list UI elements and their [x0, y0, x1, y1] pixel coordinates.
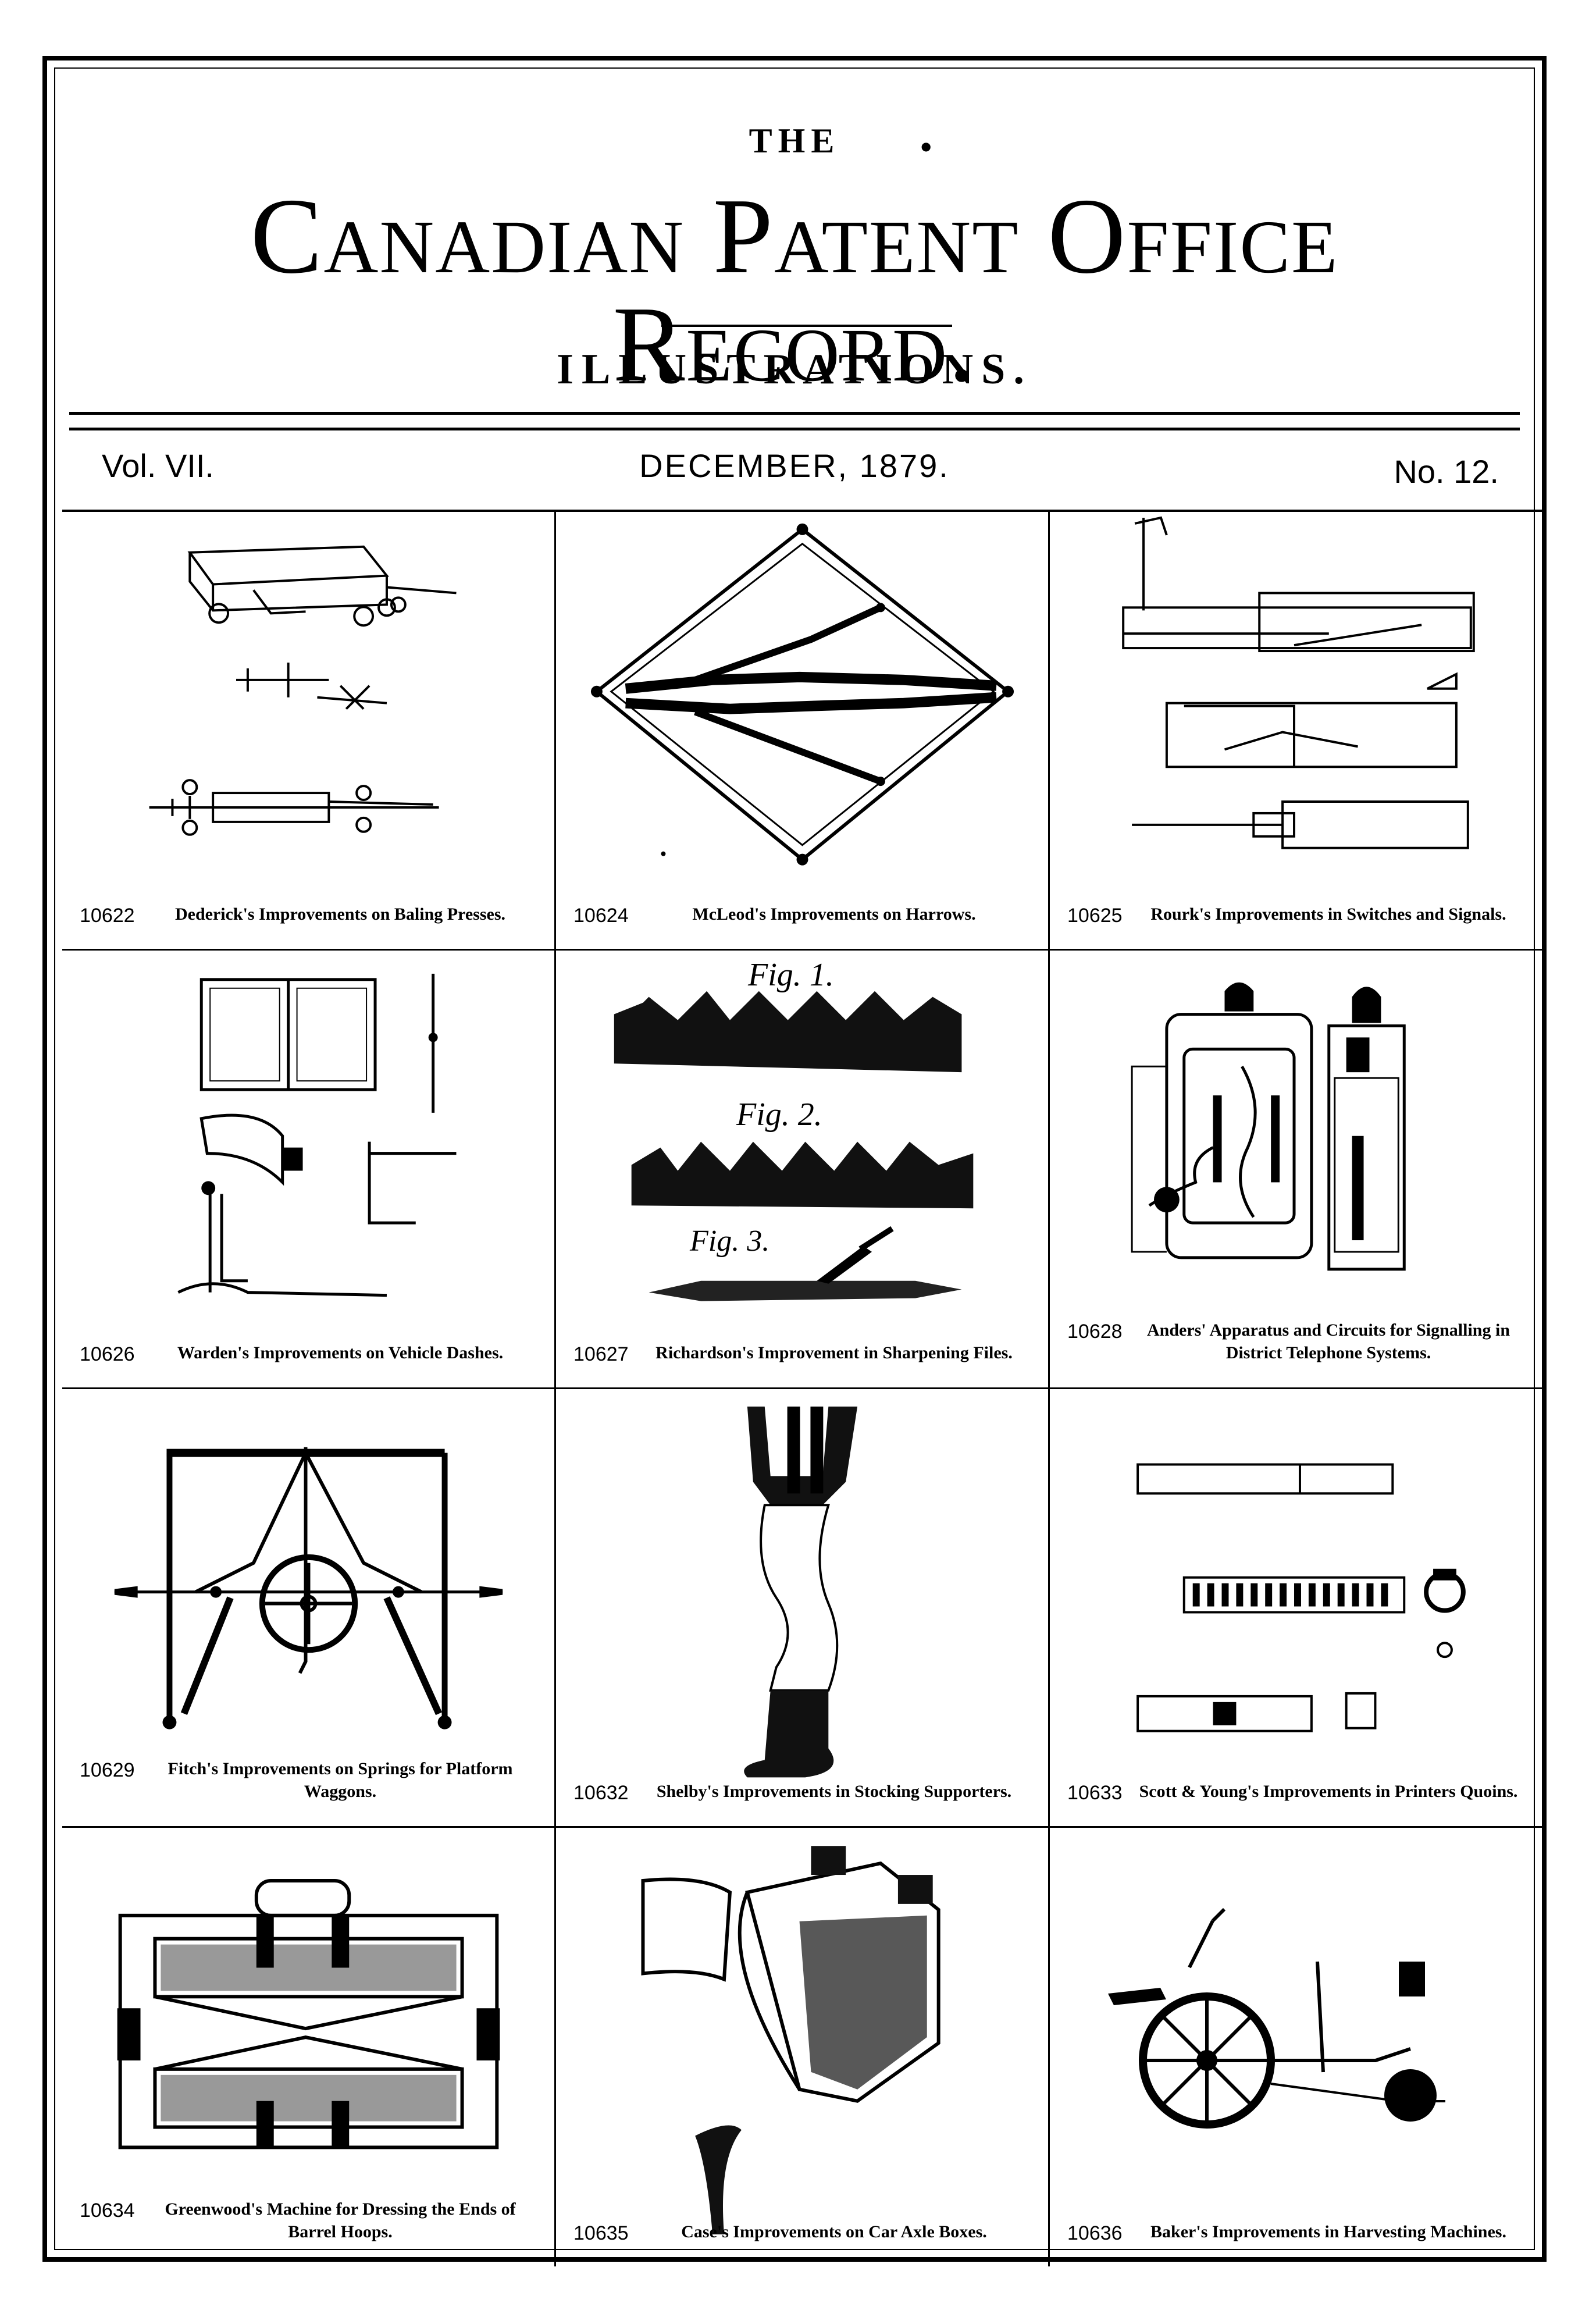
plate-10625: 10625 Rourk's Improvements in Switches a…	[1050, 512, 1543, 951]
masthead-the: THE	[749, 122, 840, 160]
plate-caption-text: Case's Improvements on Car Axle Boxes.	[681, 2222, 987, 2241]
plate-caption: 10626 Warden's Improvements on Vehicle D…	[80, 1341, 537, 1365]
plate-caption-text: Richardson's Improvement in Sharpening F…	[655, 1343, 1013, 1362]
plate-caption-text: Rourk's Improvements in Switches and Sig…	[1150, 905, 1506, 924]
issue-date: DECEMBER, 1879.	[639, 447, 950, 484]
plate-caption: 10634 Greenwood's Machine for Dressing t…	[80, 2198, 537, 2243]
harrow-illustration	[590, 523, 1014, 866]
harvesting-machine-illustration	[1108, 1907, 1445, 2129]
plate-caption-text: Baker's Improvements in Harvesting Machi…	[1150, 2222, 1506, 2241]
plate-caption: 10625 Rourk's Improvements in Switches a…	[1067, 903, 1526, 927]
platform-waggon-springs-illustration	[114, 1447, 503, 1729]
fig-2-label: Fig. 2.	[736, 1097, 822, 1133]
plate-number: 10632	[573, 1782, 629, 1804]
stocking-supporter-illustration	[744, 1406, 858, 1778]
masthead-double-rule	[69, 412, 1520, 430]
fig-3-label: Fig. 3.	[690, 1225, 770, 1258]
plate-10628: 10628 Anders' Apparatus and Circuits for…	[1050, 951, 1543, 1389]
plate-number: 10622	[80, 905, 135, 927]
vehicle-dash-illustration	[177, 973, 457, 1297]
plate-caption: 10633 Scott & Young's Improvements in Pr…	[1067, 1780, 1526, 1804]
plate-caption: 10629 Fitch's Improvements on Springs fo…	[80, 1757, 537, 1803]
masthead-subtitle: ILLUSTRATIONS.	[557, 346, 1032, 393]
plate-10627: Fig. 1. Fig. 2. Fig. 3. 10627 Richardson…	[556, 951, 1050, 1389]
masthead-rule	[661, 325, 952, 327]
car-axle-box-illustration	[641, 1846, 940, 2234]
plate-10629: 10629 Fitch's Improvements on Springs fo…	[62, 1389, 556, 1828]
telephone-signalling-illustration	[1131, 982, 1406, 1271]
sharpening-files-illustration	[614, 991, 974, 1301]
plate-caption: 10628 Anders' Apparatus and Circuits for…	[1067, 1319, 1526, 1364]
plate-number: 10624	[573, 905, 629, 927]
plate-number: 10634	[80, 2200, 135, 2222]
plate-10624: 10624 McLeod's Improvements on Harrows.	[556, 512, 1050, 951]
plate-caption: 10635 Case's Improvements on Car Axle Bo…	[573, 2220, 1031, 2244]
issue-volume: Vol. VII.	[102, 447, 214, 484]
plate-caption-text: Greenwood's Machine for Dressing the End…	[165, 2200, 516, 2241]
plate-10635: 10635 Case's Improvements on Car Axle Bo…	[556, 1828, 1050, 2266]
plate-caption-text: Anders' Apparatus and Circuits for Signa…	[1146, 1321, 1510, 1362]
plate-number: 10636	[1067, 2222, 1123, 2244]
plate-10633: 10633 Scott & Young's Improvements in Pr…	[1050, 1389, 1543, 1828]
plate-number: 10633	[1067, 1782, 1123, 1804]
printers-quoins-illustration	[1136, 1463, 1466, 1732]
plate-caption-text: Fitch's Improvements on Springs for Plat…	[168, 1759, 513, 1801]
plate-caption: 10632 Shelby's Improvements in Stocking …	[573, 1780, 1031, 1804]
fig-1-label: Fig. 1.	[748, 957, 834, 993]
plate-number: 10627	[573, 1343, 629, 1365]
issue-row: Vol. VII. DECEMBER, 1879. No. 12.	[55, 441, 1534, 490]
plate-number: 10629	[80, 1759, 135, 1781]
plate-number: 10625	[1067, 905, 1123, 927]
plate-10632: 10632 Shelby's Improvements in Stocking …	[556, 1389, 1050, 1828]
plate-caption-text: Dederick's Improvements on Baling Presse…	[174, 905, 506, 924]
plate-caption-text: Shelby's Improvements in Stocking Suppor…	[656, 1782, 1012, 1801]
barrel-hoop-machine-illustration	[117, 1879, 500, 2149]
plates-grid: 10622 Dederick's Improvements on Baling …	[62, 510, 1543, 2266]
plate-10626: 10626 Warden's Improvements on Vehicle D…	[62, 951, 556, 1389]
plate-number: 10628	[1067, 1321, 1123, 1343]
plate-caption: 10624 McLeod's Improvements on Harrows.	[573, 903, 1031, 927]
plate-10634: 10634 Greenwood's Machine for Dressing t…	[62, 1828, 556, 2266]
plate-number: 10626	[80, 1343, 135, 1365]
switch-signal-illustration	[1122, 516, 1475, 849]
baling-press-illustration	[149, 545, 457, 836]
plate-number: 10635	[573, 2222, 629, 2244]
plate-10636: 10636 Baker's Improvements in Harvesting…	[1050, 1828, 1543, 2266]
plate-caption-text: Warden's Improvements on Vehicle Dashes.	[177, 1343, 504, 1362]
issue-number: No. 12.	[1394, 453, 1499, 490]
plate-caption: 10627 Richardson's Improvement in Sharpe…	[573, 1341, 1031, 1365]
plate-caption-text: Scott & Young's Improvements in Printers…	[1139, 1782, 1518, 1801]
page-frame-inner: THE • Canadian Patent Office Record. ILL…	[54, 67, 1543, 2266]
plate-10622: 10622 Dederick's Improvements on Baling …	[62, 512, 556, 951]
masthead-title: Canadian Patent Office Record.	[250, 176, 1339, 404]
page-frame: THE • Canadian Patent Office Record. ILL…	[42, 56, 1547, 2266]
plate-caption: 10622 Dederick's Improvements on Baling …	[80, 903, 537, 927]
plate-caption-text: McLeod's Improvements on Harrows.	[692, 905, 976, 924]
masthead-dot: •	[920, 126, 933, 168]
plate-caption: 10636 Baker's Improvements in Harvesting…	[1067, 2220, 1526, 2244]
